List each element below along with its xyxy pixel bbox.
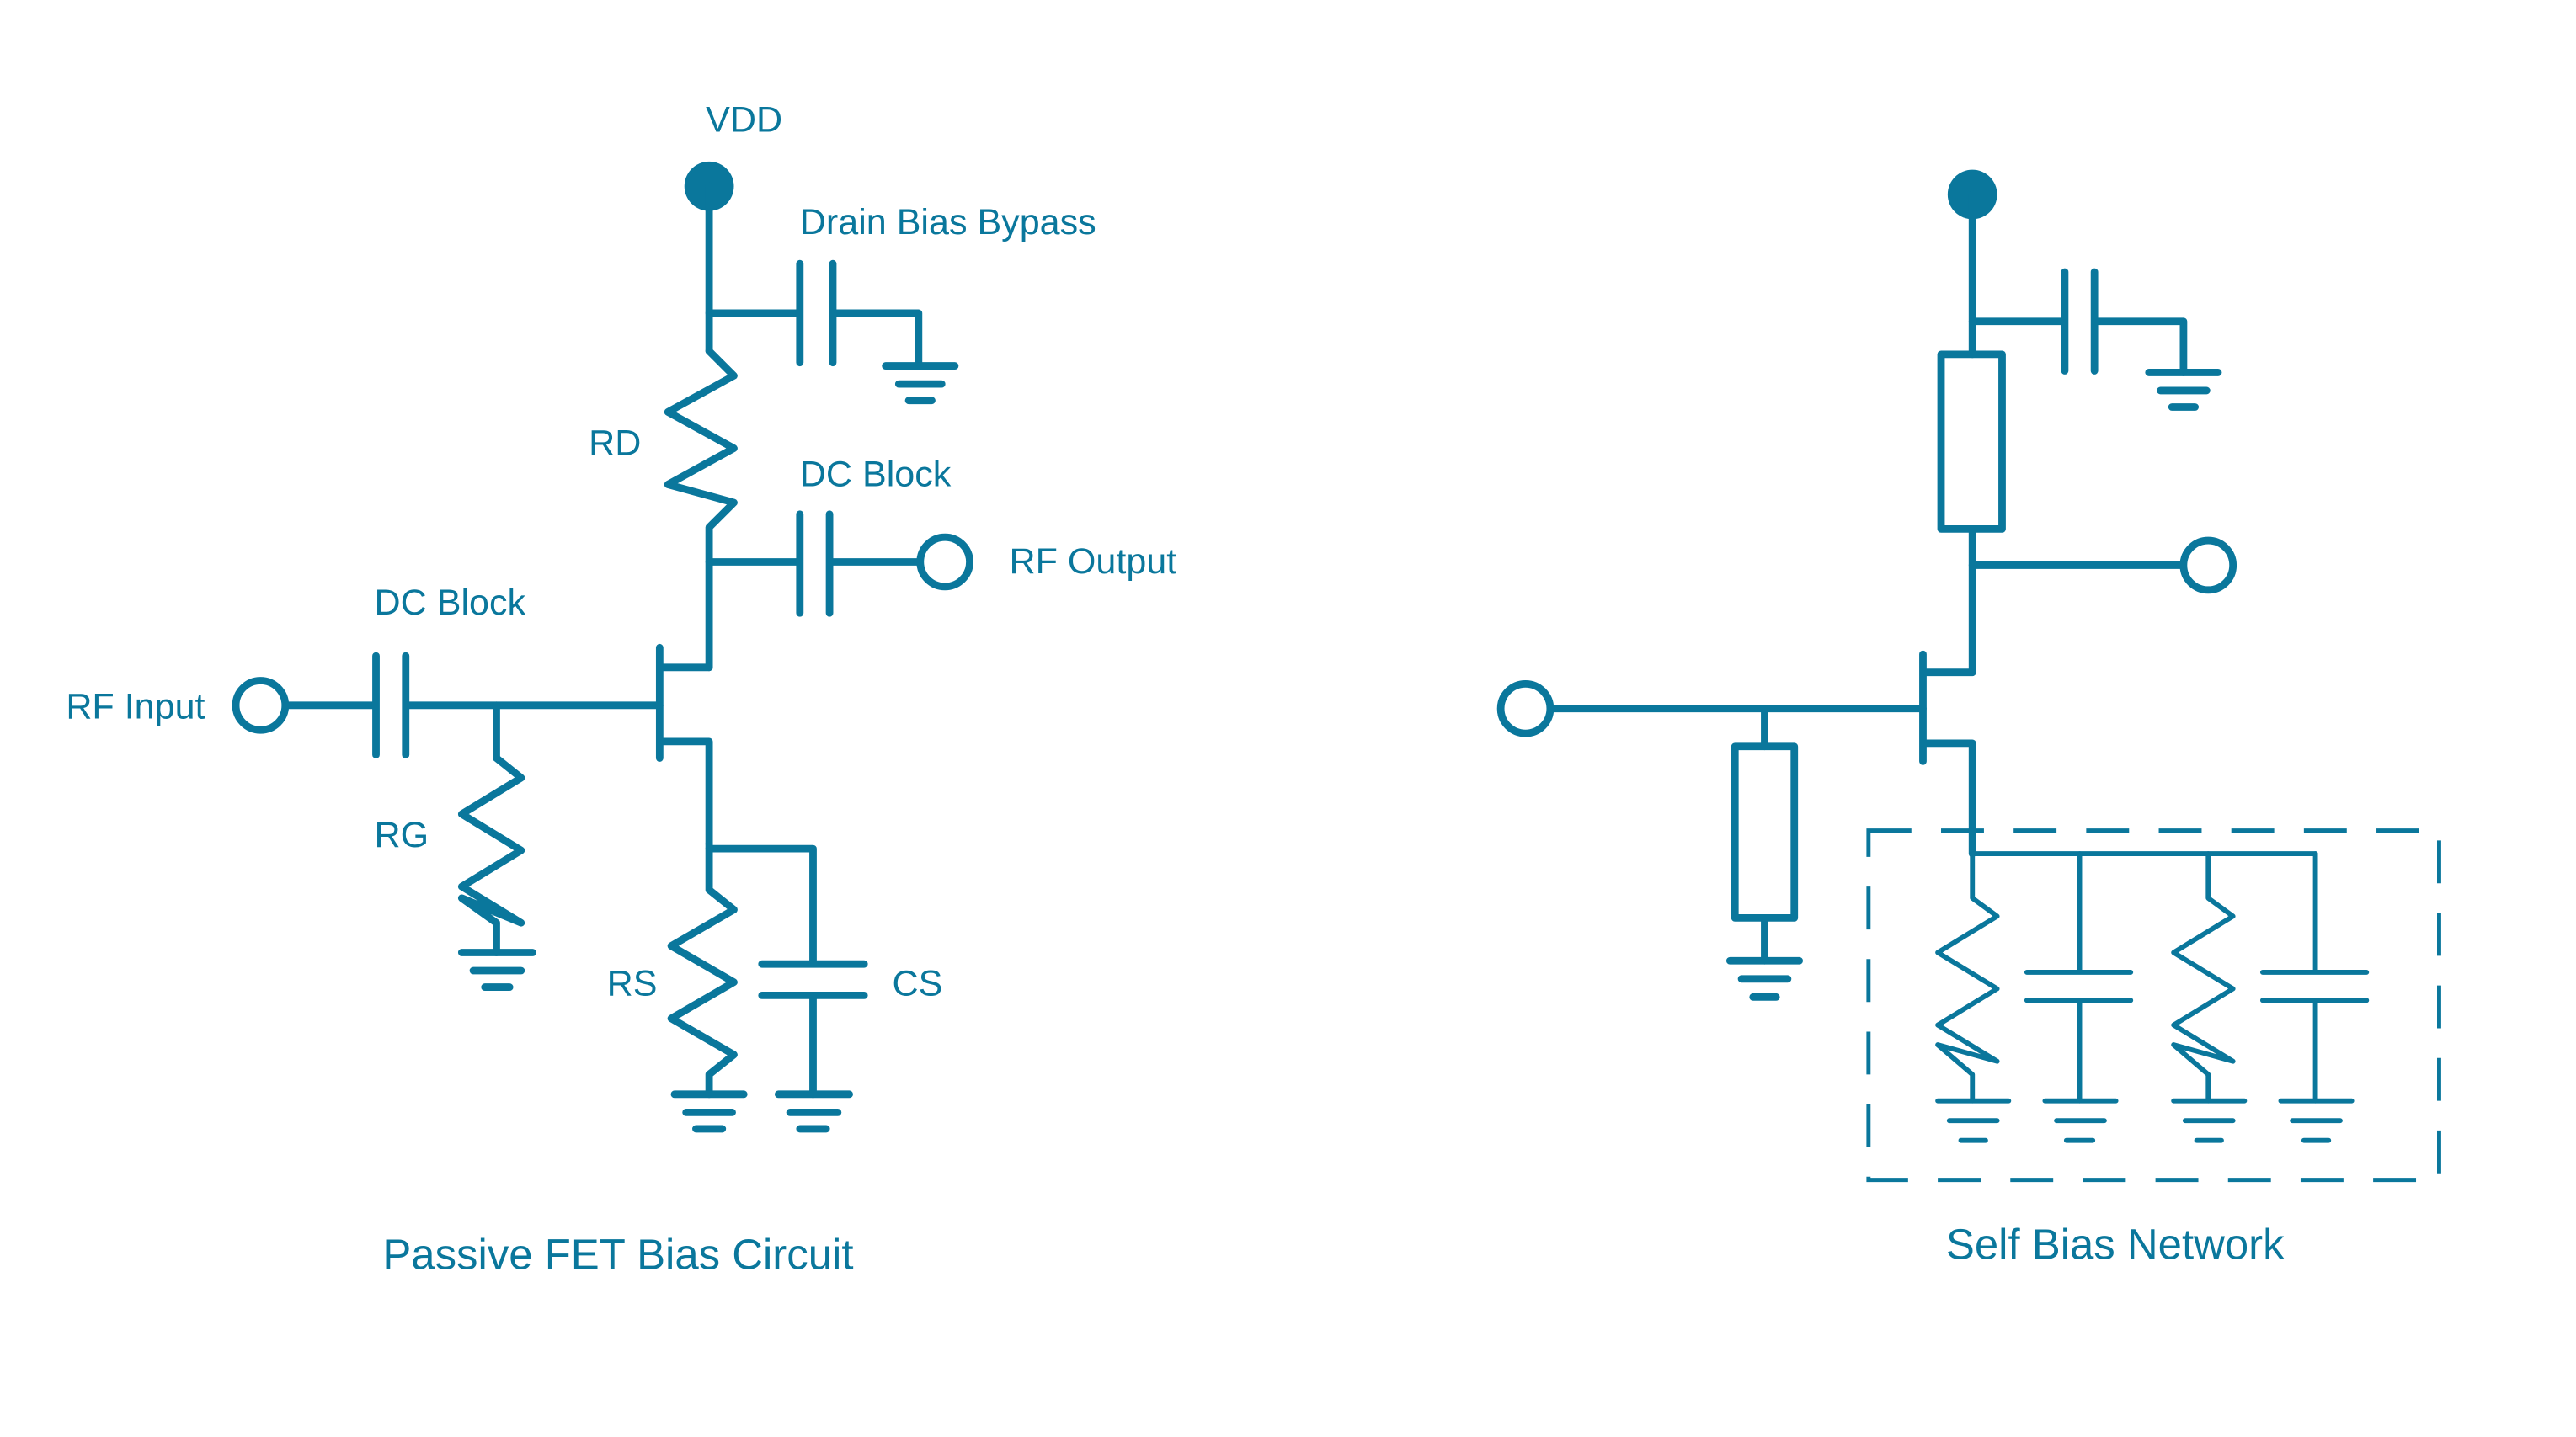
drain-resistor-icon <box>1937 350 2006 533</box>
rs-resistor-icon <box>667 844 738 1099</box>
dc-block-input-capacitor-icon <box>281 652 664 758</box>
drain-bias-bypass-capacitor-icon <box>705 259 923 370</box>
ground-icon <box>774 1090 853 1133</box>
bias-capacitor-2-icon <box>2259 851 2370 1104</box>
self-bias-network-box <box>1866 828 2441 1183</box>
ground-icon <box>670 1090 748 1133</box>
ground-icon <box>2042 1098 2119 1143</box>
right-circuit-title: Self Bias Network <box>1946 1221 2285 1269</box>
ground-icon <box>457 949 536 991</box>
rf-input-terminal-icon <box>232 677 290 734</box>
bias-capacitor-1-icon <box>2024 851 2134 1104</box>
ground-icon <box>2145 369 2222 411</box>
dc-block-output-capacitor-icon <box>705 510 925 617</box>
rf-output-label: RF Output <box>1010 541 1177 582</box>
input-terminal-icon <box>1496 679 1555 737</box>
dc-block-output-label: DC Block <box>800 454 952 494</box>
rf-input-label: RF Input <box>66 687 205 727</box>
dc-block-input-label: DC Block <box>375 583 526 623</box>
ground-icon <box>882 362 959 405</box>
rs-label: RS <box>607 963 658 1003</box>
rg-label: RG <box>375 815 429 855</box>
left-circuit-title: Passive FET Bias Circuit <box>382 1230 853 1278</box>
cs-label: CS <box>892 963 942 1003</box>
ground-icon <box>2171 1098 2248 1143</box>
input-wire <box>1546 705 1927 751</box>
passive-fet-bias-circuit: VDD Drain Bias Bypass RD DC Block RF Out… <box>66 100 1176 1279</box>
cs-capacitor-icon <box>758 960 868 1099</box>
gate-resistor-icon <box>1731 742 1799 922</box>
fet-transistor-icon <box>655 643 713 848</box>
rg-resistor-icon <box>457 701 525 956</box>
ground-icon <box>2278 1098 2355 1143</box>
bias-resistor-1-icon <box>1935 851 2000 1104</box>
output-terminal-icon <box>2179 536 2237 594</box>
fet-transistor-icon <box>1919 650 1976 858</box>
rd-resistor-icon <box>664 347 738 672</box>
bypass-capacitor-icon <box>1968 268 2188 376</box>
rf-output-terminal-icon <box>916 533 973 591</box>
self-bias-network-circuit: Self Bias Network <box>1496 169 2441 1269</box>
vdd-label: VDD <box>706 100 782 141</box>
bias-resistor-2-icon <box>2171 851 2236 1104</box>
drain-bias-bypass-label: Drain Bias Bypass <box>800 202 1096 242</box>
ground-icon <box>1725 956 1804 1001</box>
rd-label: RD <box>589 423 641 463</box>
ground-icon <box>1935 1098 2012 1143</box>
